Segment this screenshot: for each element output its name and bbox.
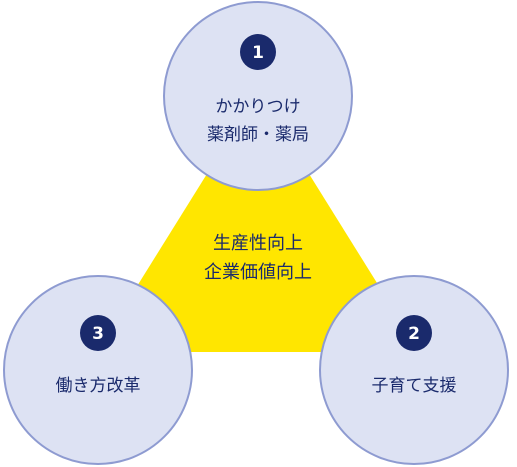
node-3-number: 3 bbox=[92, 324, 104, 344]
node-1-label-line2: 薬剤師・薬局 bbox=[207, 125, 309, 145]
center-text-line2: 企業価値向上 bbox=[204, 262, 312, 283]
node-3-circle bbox=[3, 275, 193, 465]
node-1-circle bbox=[163, 1, 353, 191]
center-triangle bbox=[96, 92, 420, 352]
node-2-number: 2 bbox=[408, 324, 420, 344]
node-1-number-badge bbox=[240, 34, 276, 70]
node-2-circle bbox=[319, 275, 509, 465]
node-3-label-line1: 働き方改革 bbox=[56, 376, 141, 396]
node-1-label-line1: かかりつけ bbox=[215, 97, 300, 117]
node-1-number: 1 bbox=[252, 43, 264, 63]
node-3-number-badge bbox=[80, 315, 116, 351]
node-2-number-badge bbox=[396, 315, 432, 351]
node-2-label-line1: 子育て支援 bbox=[372, 376, 457, 396]
node-1: 1 かかりつけ 薬剤師・薬局 bbox=[163, 1, 353, 191]
node-3: 3 働き方改革 bbox=[3, 275, 193, 465]
center-text-line1: 生産性向上 bbox=[213, 233, 303, 254]
node-2: 2 子育て支援 bbox=[319, 275, 509, 465]
